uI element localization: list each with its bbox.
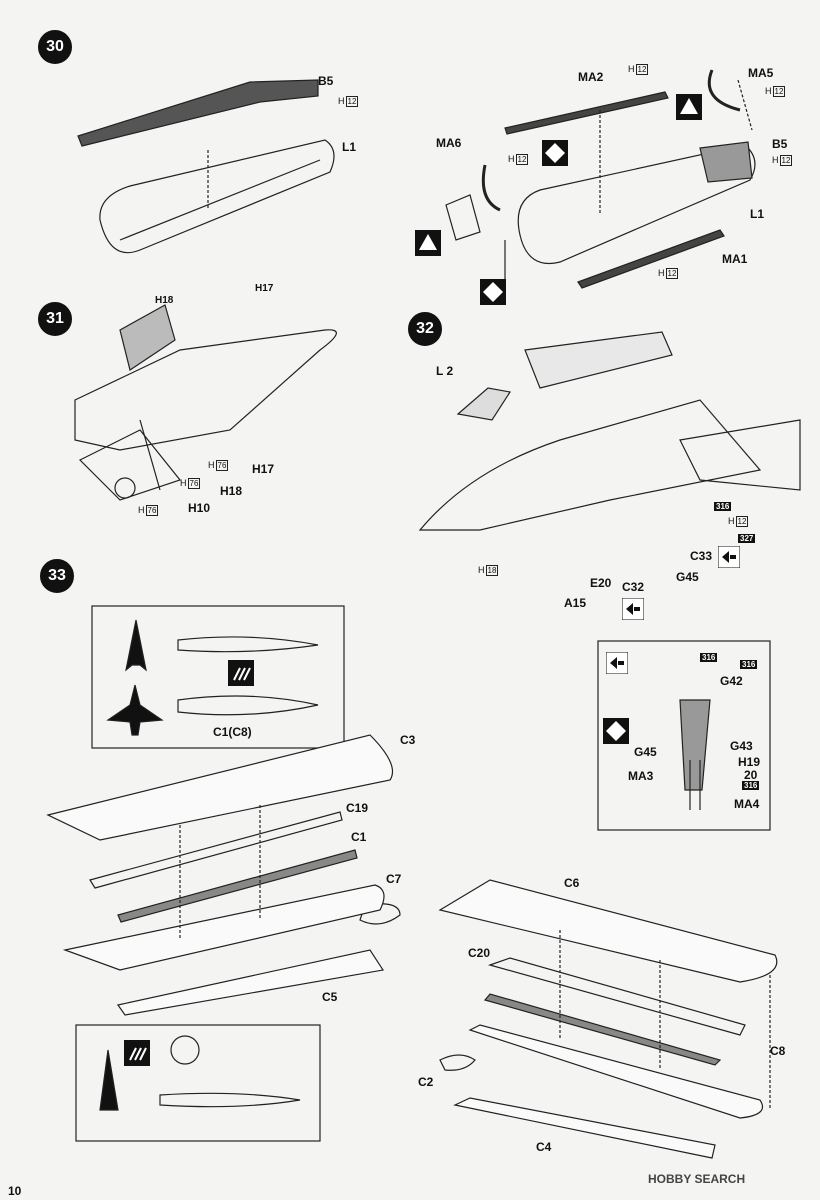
decal-badge: 316 [714,502,732,511]
label-20: 20 [744,768,758,782]
flip-arrow-icon [606,652,628,674]
label-h10: H10 [188,501,211,515]
label-c20: C20 [468,946,491,960]
label-c33: C33 [690,549,713,563]
wing-c19 [89,811,343,889]
label-ma4: MA4 [734,797,760,811]
label-c19: C19 [346,801,369,815]
watermark: HOBBY SEARCH [648,1172,746,1186]
label-a15: A15 [564,596,587,610]
paint-diamond-icon [542,140,568,166]
label-c8: C8 [770,1044,786,1058]
label-c3: C3 [400,733,416,747]
wing-c2 [439,1054,476,1071]
label-h17b: H17 [252,462,275,476]
decal-badge: 316 [700,653,718,662]
label-b5b: B5 [772,137,788,151]
label-c32: C32 [622,580,645,594]
ma5-part [707,69,741,112]
page-number: 10 [8,1184,22,1198]
ma6-part [481,164,501,212]
paint-diamond-icon [603,718,629,744]
label-h17: H17 [255,283,274,294]
label-l1b: L1 [750,207,765,221]
wing-c8 [483,993,722,1066]
strip-ma1 [577,229,725,289]
label-h18b: H18 [220,484,243,498]
wing-c20 [488,957,746,1036]
label-c6: C6 [564,876,580,890]
wing-c6 [438,879,778,983]
wing-c5 [116,949,384,1016]
nose-31 [74,329,337,451]
label-b5: B5 [318,74,334,88]
wing-lower [62,884,385,971]
wing-c3 [46,734,394,841]
wing-c1 [117,849,358,923]
cut-mark-icon [124,1040,150,1066]
label-c2: C2 [418,1075,434,1089]
label-l1: L1 [342,140,357,154]
decal-badge: 316 [740,660,758,669]
label-ma3: MA3 [628,769,654,783]
step-33-marker: 33 [40,559,74,593]
wing-lower-r [468,1024,764,1119]
step-30-marker: 30 [38,30,72,64]
label-c1: C1 [351,830,367,844]
strip-ma2 [504,91,669,135]
label-h18: H18 [155,295,174,306]
paint-triangle-icon [676,94,702,120]
label-g45b: G45 [634,745,657,759]
fuselage-l1 [99,139,335,254]
canopy-l2 [456,387,511,421]
label-c5: C5 [322,990,338,1004]
label-ma5: MA5 [748,66,774,80]
decal-badge: 327 [738,534,756,543]
paint-triangle-icon [415,230,441,256]
label-c7: C7 [386,872,402,886]
label-c4: C4 [536,1140,552,1154]
sill-b5 [77,79,319,147]
step-32-marker: 32 [408,312,442,346]
label-e20: E20 [590,576,612,590]
label-g43: G43 [730,739,753,753]
wing-c7 [359,903,401,925]
label-ma2: MA2 [578,70,604,84]
wing-c4 [453,1097,716,1159]
flip-arrow-icon [622,598,644,620]
label-g45: G45 [676,570,699,584]
fuselage-l1b [517,144,756,264]
label-g42: G42 [720,674,743,688]
paint-diamond-icon [480,279,506,305]
step-31-marker: 31 [38,302,72,336]
label-c1c8: C1(C8) [213,725,252,739]
decal-badge: 316 [742,781,760,790]
label-ma1: MA1 [722,252,748,266]
nose-32 [418,399,762,531]
cut-mark-icon [228,660,254,686]
label-h19: H19 [738,755,761,769]
label-l2: L 2 [436,364,454,378]
flip-arrow-icon [718,546,740,568]
label-ma6: MA6 [436,136,462,150]
